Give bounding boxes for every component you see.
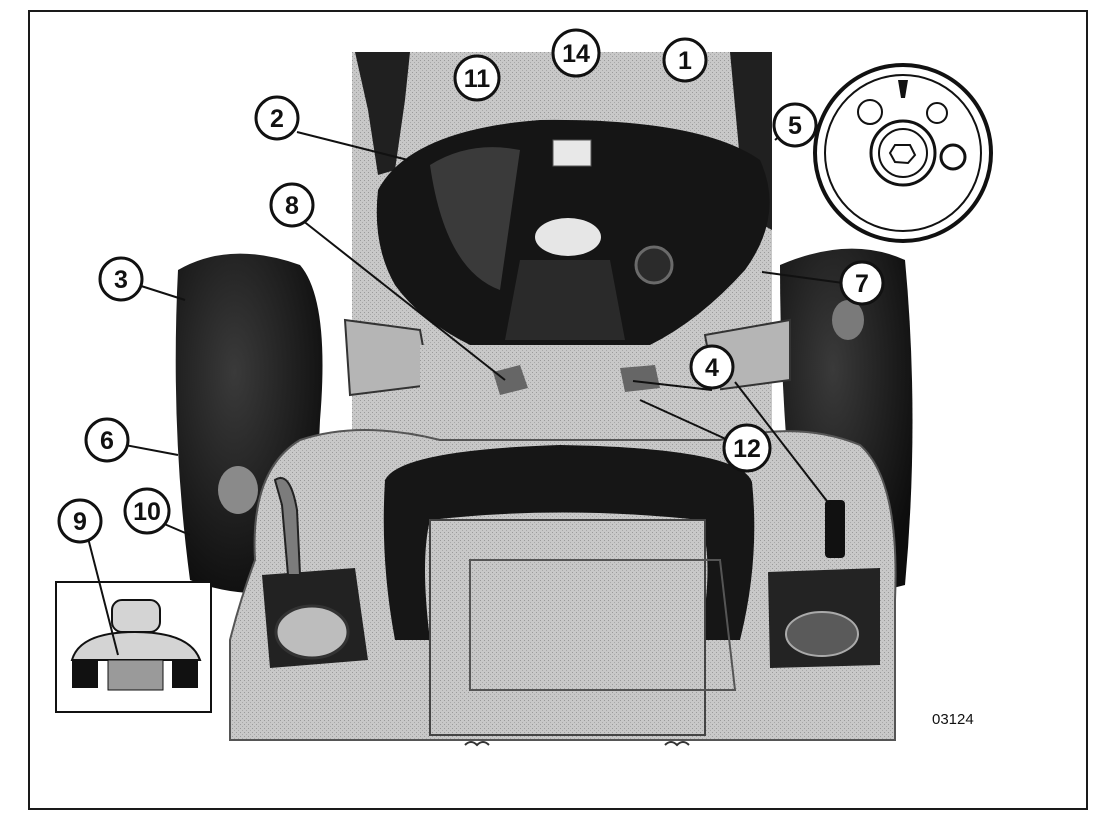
seat-back (383, 445, 755, 640)
callout-label: 6 (100, 427, 114, 455)
leader-lines (87, 124, 844, 656)
seat-cushion (429, 519, 706, 736)
left-lever (273, 477, 302, 576)
steering-hub (535, 218, 601, 256)
engine-start-icon (926, 102, 948, 124)
ignition-switch-inset (813, 63, 993, 243)
rear-view-inset (55, 581, 212, 713)
seat-springs (464, 741, 690, 747)
callout-12: 12 (722, 423, 772, 473)
callout-11: 11 (453, 54, 501, 102)
console-indicator (552, 139, 592, 167)
pedal-left (493, 365, 528, 395)
seat-panel (469, 559, 737, 691)
steering-column (505, 260, 625, 340)
callout-label: 12 (733, 435, 761, 463)
console-panel-left (430, 147, 520, 290)
callout-1: 1 (662, 37, 708, 83)
pedal-right (620, 365, 660, 392)
callout-9: 9 (57, 498, 103, 544)
callout-7: 7 (839, 260, 885, 306)
callout-label: 4 (705, 354, 719, 382)
lamp-icon (857, 99, 883, 125)
callouts: 1 2 3 4 5 6 7 8 9 10 11 12 14 (57, 28, 885, 544)
callout-5: 5 (772, 102, 818, 148)
callout-14: 14 (551, 28, 601, 78)
left-cup-holder (274, 604, 350, 660)
right-lever (825, 500, 845, 558)
callout-2: 2 (254, 95, 300, 141)
choke-icon (898, 80, 908, 98)
left-tire-highlight (218, 466, 258, 514)
callout-label: 11 (464, 65, 491, 93)
hare-icon (939, 143, 967, 171)
callout-8: 8 (269, 182, 315, 228)
callout-label: 2 (270, 105, 284, 133)
callout-label: 8 (285, 192, 299, 220)
callout-10: 10 (123, 487, 171, 535)
callout-label: 5 (788, 112, 802, 140)
right-cup-holder (785, 611, 859, 657)
callout-4: 4 (689, 344, 735, 390)
callout-label: 7 (855, 270, 869, 298)
right-tire-highlight (832, 300, 864, 340)
callout-label: 10 (133, 498, 161, 526)
callout-label: 1 (678, 47, 692, 75)
callout-6: 6 (84, 417, 130, 463)
figure-code: 03124 (932, 711, 974, 728)
left-axle-bracket (343, 318, 432, 397)
callout-label: 14 (562, 40, 590, 68)
callout-3: 3 (98, 256, 144, 302)
callout-label: 3 (114, 266, 128, 294)
callout-label: 9 (73, 508, 87, 536)
console-knob (634, 245, 674, 285)
left-post (355, 52, 410, 175)
